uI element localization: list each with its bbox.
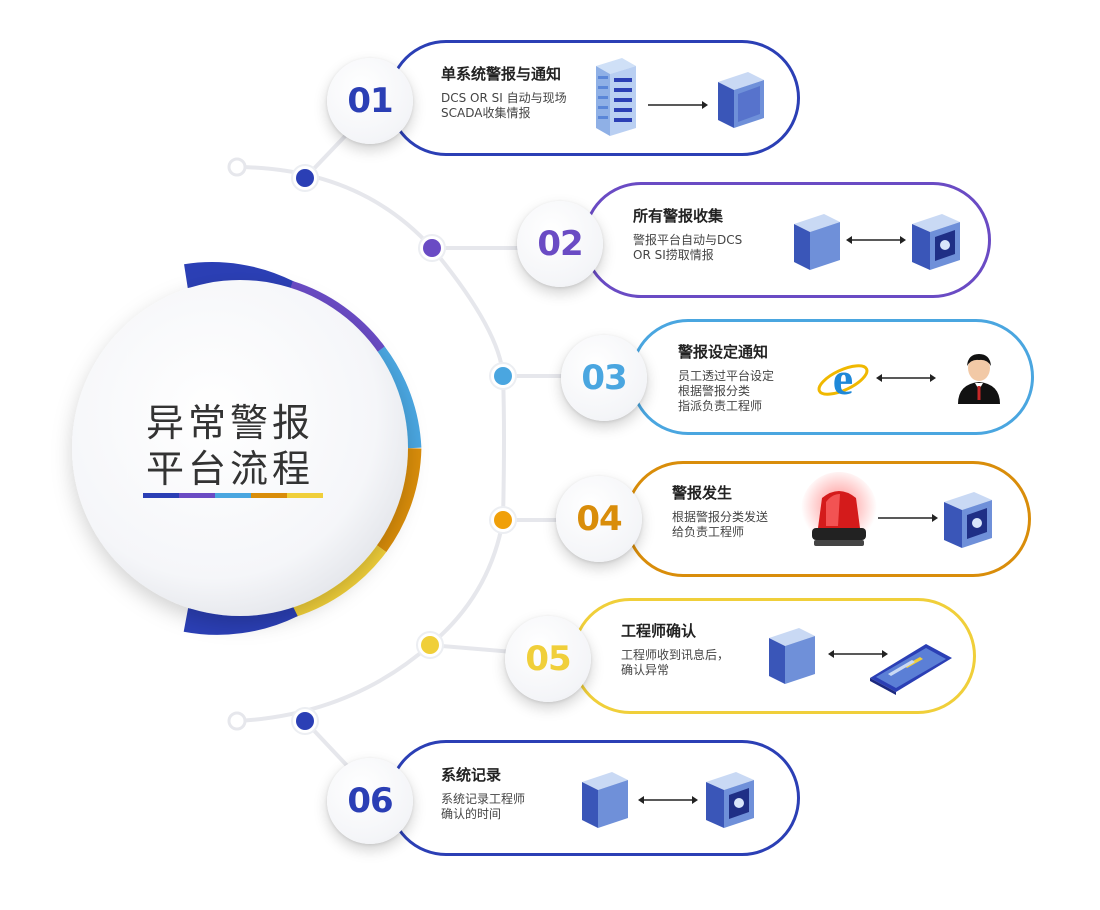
control-box-icon [706, 772, 754, 828]
center-title: 异常警报 平台流程 [130, 400, 330, 492]
double-arrow-icon [876, 374, 936, 382]
step-05-desc: 工程师收到讯息后， 确认异常 [621, 648, 729, 678]
step-02-desc-line2: OR SI捞取情报 [633, 248, 714, 262]
double-arrow-icon [638, 796, 698, 804]
step-05-number-badge: 05 [505, 616, 591, 702]
step-03-title: 警报设定通知 [678, 343, 769, 361]
center-title-line1: 异常警报 [145, 401, 314, 445]
mobile-phone-icon [870, 644, 952, 695]
server-box-icon [582, 772, 628, 828]
underline-purple [179, 493, 215, 498]
center-title-line2: 平台流程 [145, 447, 314, 491]
step-06-desc: 系统记录工程师 确认的时间 [441, 792, 525, 822]
server-box-icon [718, 72, 764, 128]
double-arrow-icon [828, 650, 888, 658]
server-box-icon [769, 628, 815, 684]
underline-lightblue [215, 493, 251, 498]
alarm-siren-icon [801, 472, 877, 548]
step-03-number: 03 [581, 358, 627, 398]
step-02-desc-line1: 警报平台自动与DCS [633, 233, 743, 247]
arrow-right-icon [648, 101, 708, 109]
step-04-title: 警报发生 [672, 484, 733, 502]
step-04-desc-line1: 根据警报分类发送 [672, 510, 769, 524]
arrow-right-icon [878, 514, 938, 522]
step-03-card [630, 319, 1034, 435]
step-04-number: 04 [576, 499, 622, 539]
step-04-desc-line2: 给负责工程师 [672, 525, 745, 539]
step-01-title: 单系统警报与通知 [441, 65, 562, 83]
server-box-icon [794, 214, 840, 270]
svg-text:e: e [833, 353, 853, 404]
connector-nodes [227, 157, 517, 735]
step-03-desc-line3: 指派负责工程师 [678, 399, 763, 413]
step-01-number-badge: 01 [327, 58, 413, 144]
step-05-desc-line1: 工程师收到讯息后， [621, 648, 730, 662]
step-02-desc: 警报平台自动与DCS OR SI捞取情报 [633, 233, 742, 263]
underline-orange [251, 493, 287, 498]
step-06-desc-line1: 系统记录工程师 [441, 792, 526, 806]
step-01-desc-line2: SCADA收集情报 [441, 106, 531, 120]
step-01-desc-line1: DCS OR SI 自动与现场 [441, 91, 567, 105]
step-05-number: 05 [525, 639, 571, 679]
control-box-icon [944, 492, 992, 548]
center-disc [72, 280, 408, 616]
underline-blue [143, 493, 179, 498]
step-01-number: 01 [347, 81, 393, 121]
step-04-desc: 根据警报分类发送 给负责工程师 [672, 510, 768, 540]
step-06-title: 系统记录 [441, 766, 502, 784]
step-02-title: 所有警报收集 [633, 207, 724, 225]
step-05-desc-line2: 确认异常 [621, 663, 670, 677]
step-02-number: 02 [537, 224, 583, 264]
browser-e-icon: e [817, 353, 869, 404]
step-06-desc-line2: 确认的时间 [441, 807, 502, 821]
step-03-desc: 员工透过平台设定 根据警报分类 指派负责工程师 [678, 369, 774, 414]
step-03-desc-line1: 员工透过平台设定 [678, 369, 775, 383]
double-arrow-icon [846, 236, 906, 244]
step-02-number-badge: 02 [517, 201, 603, 287]
step-03-number-badge: 03 [561, 335, 647, 421]
step-06-number: 06 [347, 781, 393, 821]
control-box-icon [912, 214, 960, 270]
step-05-title: 工程师确认 [621, 622, 697, 640]
step-04-number-badge: 04 [556, 476, 642, 562]
step-01-desc: DCS OR SI 自动与现场 SCADA收集情报 [441, 91, 567, 121]
step-03-desc-line2: 根据警报分类 [678, 384, 751, 398]
step-06-number-badge: 06 [327, 758, 413, 844]
underline-yellow [287, 493, 323, 498]
engineer-avatar-icon [958, 354, 1000, 404]
server-rack-icon [596, 58, 636, 136]
